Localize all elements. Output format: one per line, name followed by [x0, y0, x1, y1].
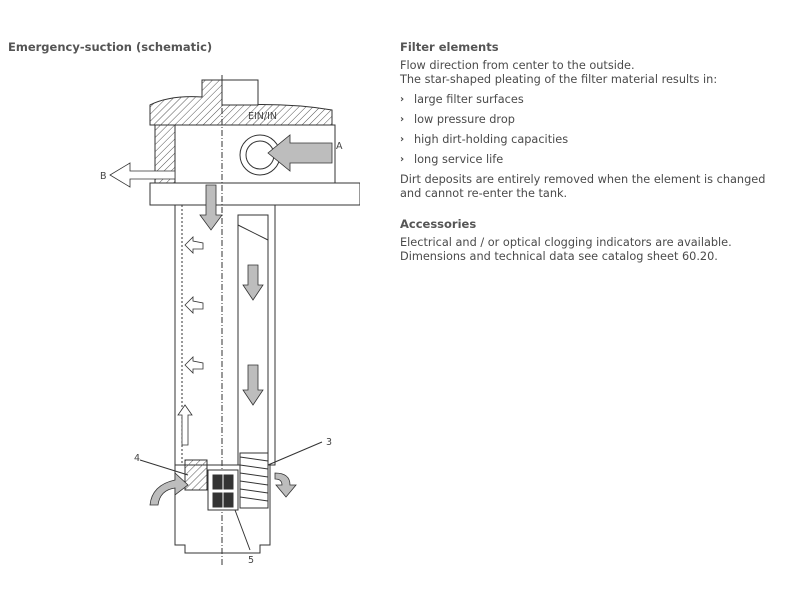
list-item: › low pressure drop: [400, 113, 795, 127]
benefits-list: › large filter surfaces › low pressure dro…: [400, 93, 795, 167]
accessories-text: Electrical and / or optical clogging ind…: [400, 236, 795, 264]
filter-intro: Flow direction from center to the outsid…: [400, 59, 795, 87]
bullet-text: large filter surfaces: [414, 93, 524, 106]
chevron-right-icon: ›: [400, 154, 405, 165]
filter-line-1: Flow direction from center to the outsid…: [400, 59, 635, 72]
bullet-text: low pressure drop: [414, 113, 515, 126]
label-3: 3: [326, 437, 332, 448]
bypass-spring: [239, 452, 269, 509]
label-4: 4: [134, 453, 140, 464]
down-arrow: [199, 184, 223, 231]
filter-line-2: The star-shaped pleating of the filter m…: [400, 73, 718, 86]
filter-element: [237, 214, 269, 466]
cap-label: EIN/IN: [248, 111, 277, 122]
list-item: › long service life: [400, 153, 795, 167]
suction-arrow: [149, 472, 189, 506]
description-column: Filter elements Flow direction from cent…: [400, 40, 795, 270]
chevron-right-icon: ›: [400, 134, 405, 145]
accessories-line-1: Electrical and / or optical clogging ind…: [400, 236, 732, 249]
element-arrow-2: [242, 364, 264, 406]
inlet-arrow-a: [267, 134, 333, 172]
filter-elements-heading: Filter elements: [400, 40, 499, 54]
dirt-deposits-text: Dirt deposits are entirely removed when …: [400, 173, 766, 200]
list-item: › large filter surfaces: [400, 93, 795, 107]
list-item: › high dirt-holding capacities: [400, 133, 795, 147]
label-b: B: [100, 171, 107, 182]
schematic-title: Emergency-suction (schematic): [8, 40, 213, 54]
chevron-right-icon: ›: [400, 114, 405, 125]
accessories-heading: Accessories: [400, 217, 477, 231]
chevron-right-icon: ›: [400, 94, 405, 105]
flange: [149, 182, 360, 206]
element-arrow-1: [242, 264, 264, 301]
bullet-text: long service life: [414, 153, 504, 166]
accessories-line-2: Dimensions and technical data see catalo…: [400, 250, 718, 263]
bypass-arrow: [274, 472, 297, 498]
bullet-text: high dirt-holding capacities: [414, 133, 569, 146]
emergency-suction-schematic: EIN/IN: [100, 75, 360, 566]
label-a: A: [336, 141, 343, 152]
housing-tube: [174, 204, 276, 466]
bottom-housing: [174, 465, 271, 554]
outlet-arrow-b: [109, 162, 176, 188]
label-5: 5: [248, 555, 254, 566]
